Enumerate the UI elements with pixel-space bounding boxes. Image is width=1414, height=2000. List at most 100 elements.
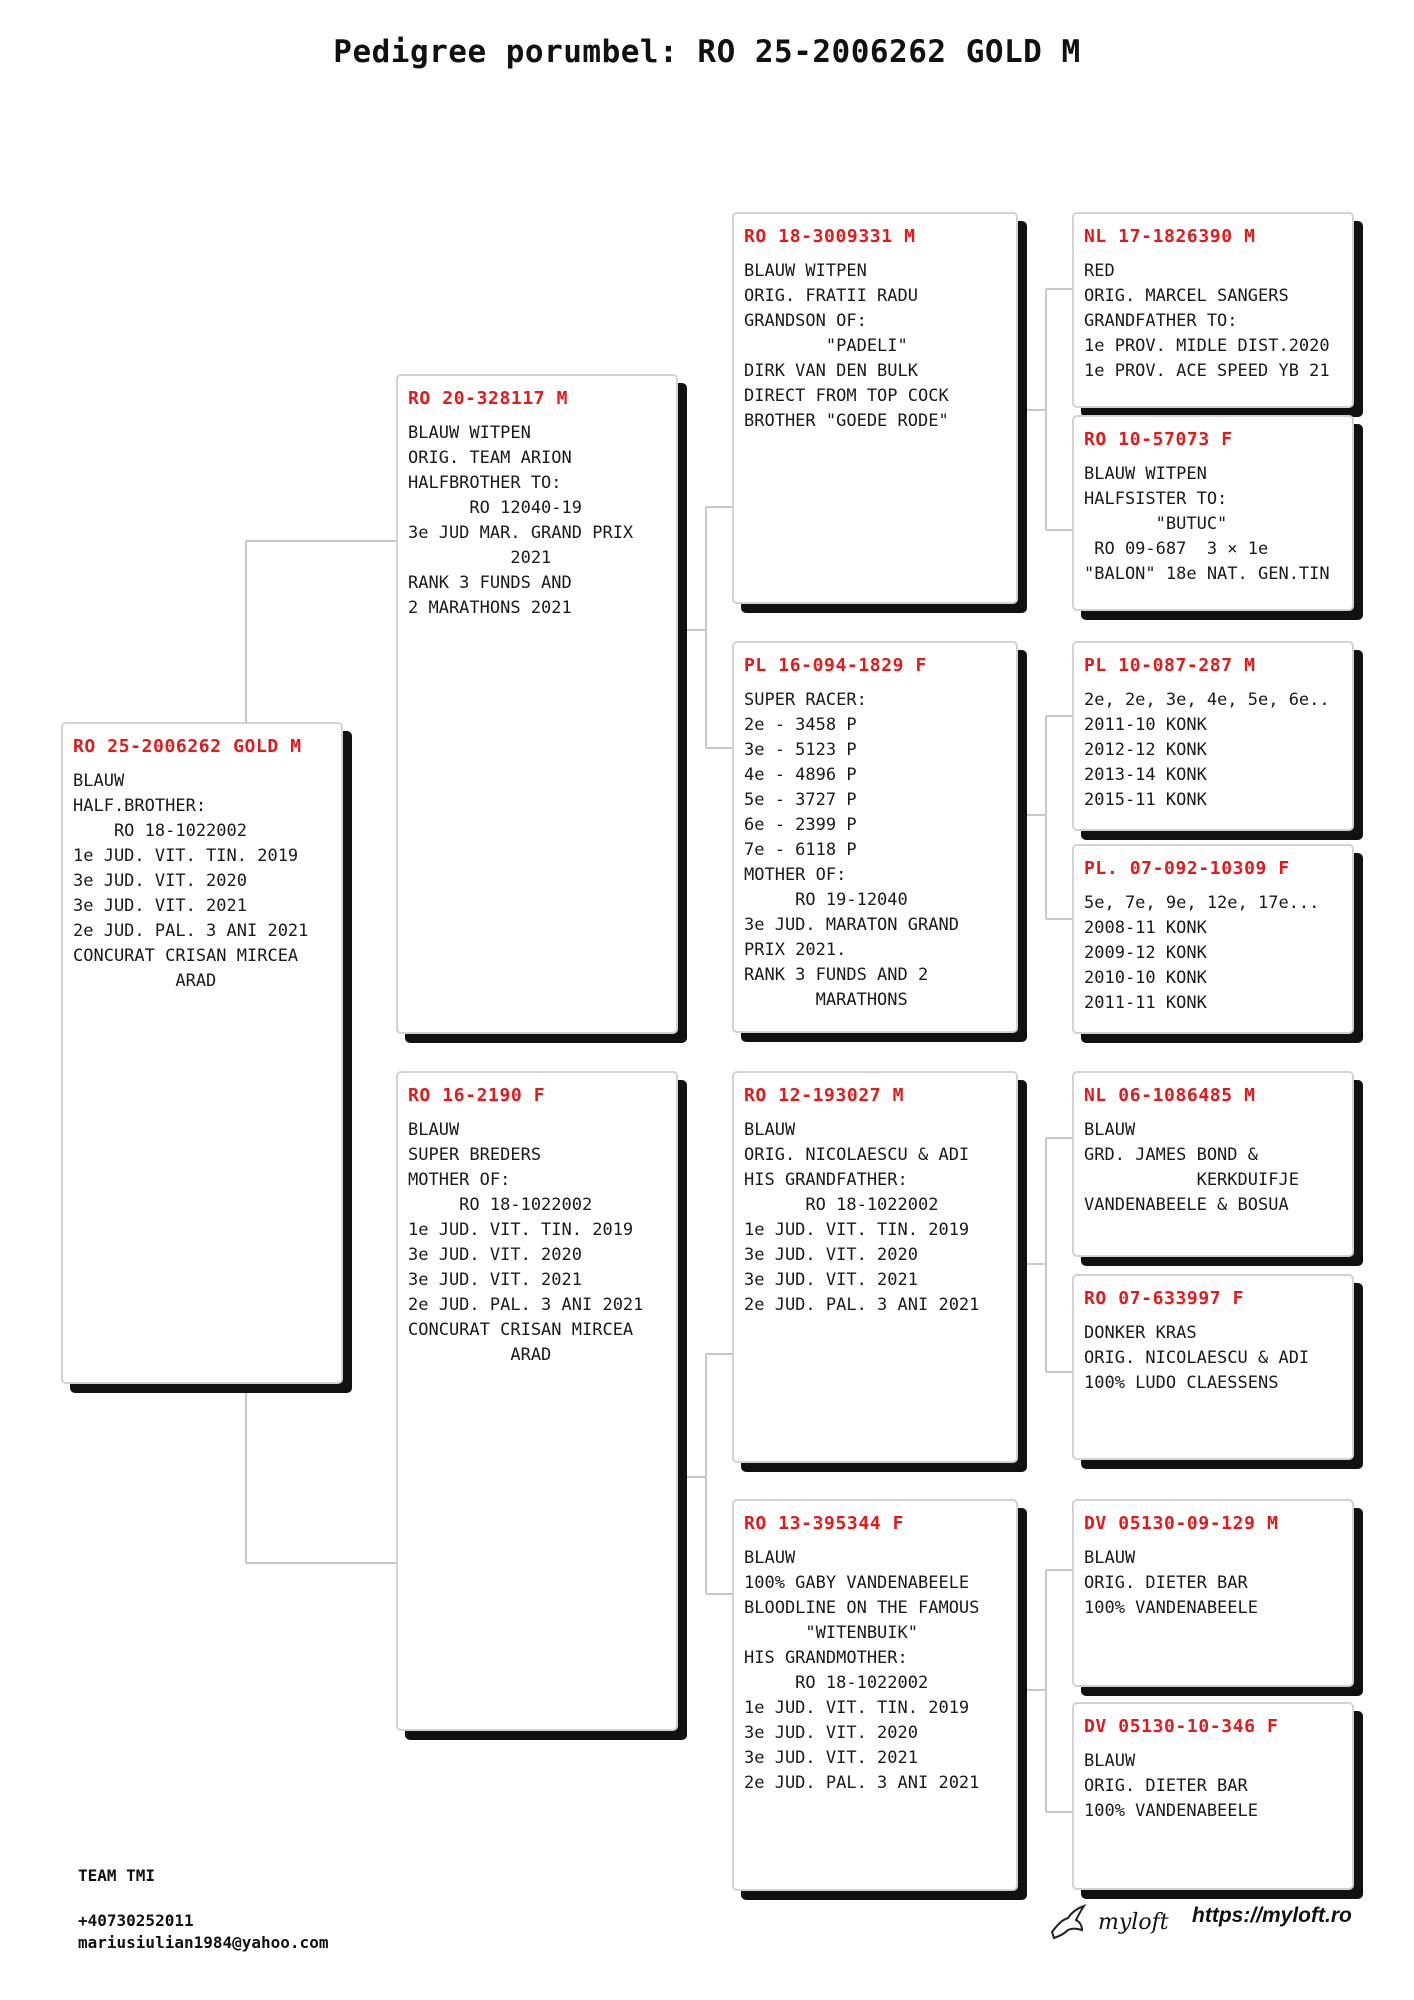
pedigree-line: DIRK VAN DEN BULK [744, 361, 918, 381]
ring-number: RO 13-395344 F [744, 1513, 905, 1534]
pedigree-line: RO 18-1022002 [744, 1195, 939, 1215]
pedigree-line: 2e JUD. PAL. 3 ANI 2021 [408, 1295, 644, 1315]
pedigree-line: BLAUW [744, 1548, 796, 1568]
pedigree-line: SUPER RACER: [744, 690, 867, 710]
brand-url-link[interactable]: https://myloft.ro [1192, 1904, 1352, 1927]
pedigree-line: 3e JUD. VIT. 2020 [408, 1245, 582, 1265]
pedigree-line: CONCURAT CRISAN MIRCEA [408, 1320, 634, 1340]
pedigree-line: ORIG. NICOLAESCU & ADI [1084, 1348, 1310, 1368]
pedigree-line: RO 18-1022002 [408, 1195, 593, 1215]
pedigree-line: 2010-10 KONK [1084, 968, 1207, 988]
pedigree-line: 7e - 6118 P [744, 840, 857, 860]
pedigree-line: BLAUW [73, 771, 125, 791]
ring-number: DV 05130-10-346 F [1084, 1716, 1279, 1737]
pedigree-line: "BALON" 18e NAT. GEN.TIN [1084, 564, 1330, 584]
pedigree-line: 3e JUD. VIT. 2020 [744, 1723, 918, 1743]
pedigree-line: ORIG. FRATII RADU [744, 286, 918, 306]
pedigree-line: GRANDFATHER TO: [1084, 311, 1238, 331]
pedigree-line: BLAUW WITPEN [1084, 464, 1207, 484]
pedigree-line: 100% VANDENABEELE [1084, 1801, 1258, 1821]
pedigree-line: 2011-11 KONK [1084, 993, 1207, 1013]
pedigree-line: ORIG. NICOLAESCU & ADI [744, 1145, 970, 1165]
pedigree-line: RO 09-687 3 × 1e [1084, 539, 1269, 559]
pedigree-line: BLAUW WITPEN [744, 261, 867, 281]
ring-number: PL. 07-092-10309 F [1084, 858, 1290, 879]
contact-block: +40730252011 mariusiulian1984@yahoo.com [78, 1910, 328, 1954]
pedigree-line: 1e JUD. VIT. TIN. 2019 [408, 1220, 634, 1240]
pedigree-line: HIS GRANDMOTHER: [744, 1648, 908, 1668]
pedigree-line: BLAUW [1084, 1120, 1136, 1140]
pedigree-line: 3e JUD. VIT. 2020 [744, 1245, 918, 1265]
pedigree-line: MOTHER OF: [744, 865, 847, 885]
pedigree-line: 1e JUD. VIT. TIN. 2019 [73, 846, 299, 866]
ring-number: PL 16-094-1829 F [744, 655, 927, 676]
ring-number: RO 18-3009331 M [744, 226, 916, 247]
pedigree-line: BLAUW [1084, 1751, 1136, 1771]
pedigree-line: 3e JUD. VIT. 2020 [73, 871, 247, 891]
pedigree-line: 5e - 3727 P [744, 790, 857, 810]
pedigree-line: 2008-11 KONK [1084, 918, 1207, 938]
pedigree-line: 2021 [408, 548, 552, 568]
pedigree-line: RED [1084, 261, 1115, 281]
pigeon-card-sire-dam[interactable]: PL 16-094-1829 F SUPER RACER: 2e - 3458 P 3… [732, 641, 1018, 1033]
pedigree-line: BLAUW [408, 1120, 460, 1140]
page-title: Pedigree porumbel: RO 25-2006262 GOLD M [333, 34, 1081, 70]
phone-number: +40730252011 [78, 1911, 194, 1930]
team-name: TEAM TMI [78, 1866, 156, 1885]
ring-number: RO 10-57073 F [1084, 429, 1233, 450]
pedigree-line: HALF.BROTHER: [73, 796, 207, 816]
pedigree-line: 2e JUD. PAL. 3 ANI 2021 [744, 1773, 980, 1793]
pedigree-line: 1e PROV. ACE SPEED YB 21 [1084, 361, 1330, 381]
pedigree-line: HIS GRANDFATHER: [744, 1170, 908, 1190]
ring-number: DV 05130-09-129 M [1084, 1513, 1279, 1534]
pedigree-line: ORIG. DIETER BAR [1084, 1573, 1248, 1593]
pedigree-line: 4e - 4896 P [744, 765, 857, 785]
pedigree-line: 3e JUD. VIT. 2021 [744, 1748, 918, 1768]
pedigree-line: MARATHONS [744, 990, 908, 1010]
brand-name: myloft [1098, 1909, 1169, 1935]
pedigree-line: 100% VANDENABEELE [1084, 1598, 1258, 1618]
pedigree-line: ARAD [408, 1345, 552, 1365]
pedigree-line: 1e PROV. MIDLE DIST.2020 [1084, 336, 1330, 356]
pedigree-line: 3e - 5123 P [744, 740, 857, 760]
pedigree-line: ARAD [73, 971, 217, 991]
pedigree-line: PRIX 2021. [744, 940, 847, 960]
pigeon-logo-icon [1050, 1904, 1087, 1940]
pedigree-line: 100% LUDO CLAESSENS [1084, 1373, 1279, 1393]
pedigree-line: 2011-10 KONK [1084, 715, 1207, 735]
ring-number: RO 07-633997 F [1084, 1288, 1245, 1309]
pedigree-line: 6e - 2399 P [744, 815, 857, 835]
pedigree-line: BLAUW [744, 1120, 796, 1140]
pedigree-line: HALFBROTHER TO: [408, 473, 562, 493]
pedigree-line: GRD. JAMES BOND & [1084, 1145, 1258, 1165]
pedigree-line: 3e JUD. MARATON GRAND [744, 915, 959, 935]
pedigree-line: BROTHER "GOEDE RODE" [744, 411, 949, 431]
pedigree-line: "WITENBUIK" [744, 1623, 918, 1643]
pedigree-line: 1e JUD. VIT. TIN. 2019 [744, 1698, 970, 1718]
pedigree-line: 2009-12 KONK [1084, 943, 1207, 963]
pedigree-line: MOTHER OF: [408, 1170, 511, 1190]
ring-number: RO 20-328117 M [408, 388, 569, 409]
email-address[interactable]: mariusiulian1984@yahoo.com [78, 1933, 329, 1952]
pedigree-line: ORIG. TEAM ARION [408, 448, 572, 468]
pedigree-line: 2e - 3458 P [744, 715, 857, 735]
brand-logo: myloft [1048, 1902, 1169, 1942]
ring-number: PL 10-087-287 M [1084, 655, 1256, 676]
pedigree-line: "BUTUC" [1084, 514, 1228, 534]
pedigree-line: RANK 3 FUNDS AND [408, 573, 572, 593]
pigeon-card-sire-sire[interactable]: RO 18-3009331 M BLAUW WITPEN ORIG. FRATII … [732, 212, 1018, 604]
ring-number: RO 16-2190 F [408, 1085, 546, 1106]
